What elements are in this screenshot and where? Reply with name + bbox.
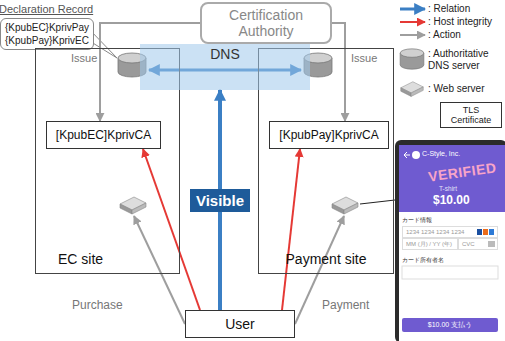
node-text: Payment site	[286, 251, 367, 267]
pay-button: $10.00 支払う	[402, 318, 498, 332]
legend-text: : Host integrity	[428, 16, 492, 28]
connector	[143, 149, 200, 310]
node-text: EC site	[58, 251, 103, 267]
node-text: User	[225, 316, 255, 332]
node-text: Declaration Record	[0, 2, 93, 16]
authority-box: Certification Authority	[200, 2, 332, 44]
legend-action-line	[400, 34, 425, 36]
node-text: $10.00 支払う	[428, 320, 472, 330]
legend-text: : Action	[428, 29, 461, 41]
connector	[332, 23, 345, 121]
input-field: 1234 1234 1234 1234	[402, 226, 498, 238]
card-icon	[483, 229, 488, 235]
action-label: Issue	[350, 52, 378, 64]
node-text: カード所有者名	[402, 256, 444, 265]
web-server-icon	[332, 197, 358, 214]
connector	[282, 149, 300, 310]
node-text: C-Style, Inc.	[422, 150, 460, 157]
legend-integrity-line	[400, 21, 425, 23]
node-text: [KpubEC]KprivCA	[56, 128, 151, 142]
relation-label: Visible	[190, 189, 250, 212]
input-field	[402, 266, 498, 279]
node-text: MM (月) / YY (年)	[406, 240, 452, 249]
legend-dns-icon	[400, 49, 424, 69]
leader-line	[360, 200, 395, 204]
card-icon	[489, 229, 494, 235]
action-label: Issue	[70, 52, 98, 64]
action-arrow	[134, 216, 185, 324]
legend-server-icon	[401, 82, 423, 97]
node-text: [KpubPay]KprivCA	[279, 128, 378, 142]
input-field: CVC	[458, 238, 498, 250]
dns-band: DNS	[140, 44, 310, 90]
card-icon	[477, 229, 482, 235]
node-text: カード情報	[402, 216, 432, 225]
node-text: {KpubPay}KprivEC	[5, 34, 89, 47]
node-text: T-shirt	[439, 185, 457, 192]
action-label: Payment	[322, 298, 369, 312]
node-text: {KpubEC}KprivPay	[5, 21, 89, 34]
screen-header	[399, 145, 505, 212]
node-text: Certification Authority	[205, 7, 327, 39]
node-text: 1234 1234 1234 1234	[406, 229, 464, 235]
legend-relation-line	[400, 8, 425, 11]
input-field: MM (月) / YY (年)	[402, 238, 458, 250]
phone-screen	[399, 145, 505, 341]
certificate-box: [KpubPay]KprivCA	[269, 121, 389, 149]
shop-logo	[412, 151, 420, 159]
legend-text: : Web server	[428, 83, 485, 95]
web-server-icon	[120, 197, 146, 214]
phone-frame	[395, 140, 505, 341]
node-text: CVC	[462, 241, 475, 247]
cvc-icon	[488, 241, 495, 247]
legend-text: : Relation	[428, 3, 470, 15]
user-box: User	[185, 310, 295, 338]
node-text: DNS	[210, 46, 240, 62]
legend-certificate-box: TLS Certificate	[440, 102, 502, 128]
legend-text: : Authoritative DNS server	[428, 48, 504, 71]
action-label: Purchase	[72, 298, 123, 312]
watermark: VERIFIED	[427, 159, 497, 184]
back-arrow	[404, 152, 410, 158]
declaration-bubble: Declaration Record{KpubEC}KprivPay{KpubP…	[0, 18, 94, 50]
certificate-box: [KpubEC]KprivCA	[46, 121, 161, 149]
node-text: $10.00	[433, 193, 470, 207]
